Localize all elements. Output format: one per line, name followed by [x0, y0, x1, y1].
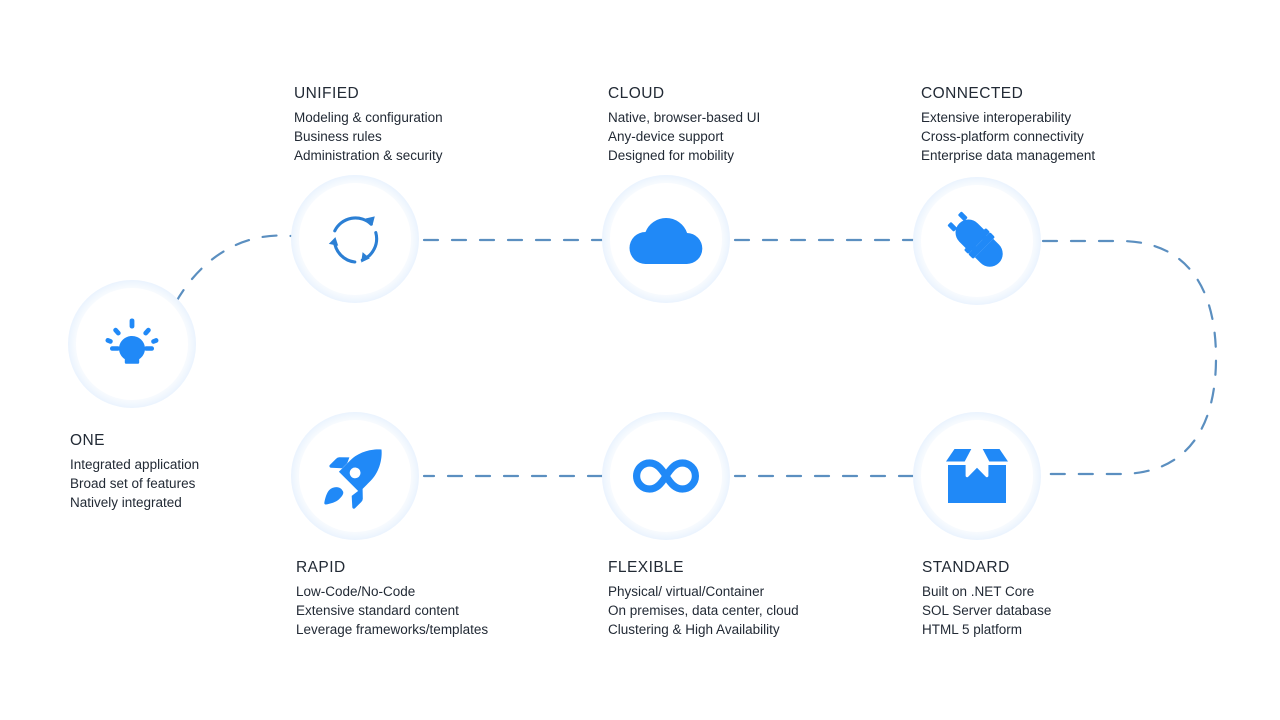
node-detail-line: Any-device support: [608, 129, 724, 145]
label-block-one: ONE Integrated application Broad set of …: [70, 432, 370, 512]
label-block-rapid: RAPID Low-Code/No-Code Extensive standar…: [296, 559, 596, 639]
node-detail-line: Modeling & configuration: [294, 110, 443, 126]
label-block-standard: STANDARD Built on .NET Core SOL Server d…: [922, 559, 1222, 639]
lightbulb-icon: [76, 288, 188, 400]
node-detail-line: Physical/ virtual/Container: [608, 584, 765, 600]
cloud-icon: [610, 183, 722, 295]
node-detail-line: Low-Code/No-Code: [296, 584, 416, 600]
node-disc: [299, 420, 411, 532]
node-disc: [299, 183, 411, 295]
rocket-icon: [299, 420, 411, 532]
node-detail-line: SOL Server database: [922, 603, 1052, 619]
refresh-cycle-icon: [299, 183, 411, 295]
label-block-flexible: FLEXIBLE Physical/ virtual/Container On …: [608, 559, 908, 639]
node-one[interactable]: [68, 280, 196, 408]
node-detail-line: On premises, data center, cloud: [608, 603, 799, 619]
node-title-cloud: CLOUD: [608, 85, 665, 102]
node-detail-line: Designed for mobility: [608, 148, 735, 164]
label-block-unified: UNIFIED Modeling & configuration Busines…: [294, 85, 594, 165]
node-detail-line: Clustering & High Availability: [608, 622, 780, 638]
node-detail-line: Extensive interoperability: [921, 110, 1072, 126]
node-title-rapid: RAPID: [296, 559, 346, 576]
node-detail-line: Cross-platform connectivity: [921, 129, 1084, 145]
connector-connected-to-standard: [1041, 239, 1218, 476]
node-detail-line: Extensive standard content: [296, 603, 459, 619]
node-unified[interactable]: [291, 175, 419, 303]
node-detail-line: Native, browser-based UI: [608, 110, 761, 126]
node-rapid[interactable]: [291, 412, 419, 540]
infinity-icon: [610, 420, 722, 532]
node-detail-line: Built on .NET Core: [922, 584, 1035, 600]
node-title-flexible: FLEXIBLE: [608, 559, 684, 576]
node-detail-line: Leverage frameworks/templates: [296, 622, 489, 638]
node-title-one: ONE: [70, 432, 105, 449]
node-detail-line: Business rules: [294, 129, 382, 145]
node-detail-line: Broad set of features: [70, 476, 196, 492]
package-box-icon: [921, 420, 1033, 532]
node-detail-line: Enterprise data management: [921, 148, 1096, 164]
node-detail-line: Administration & security: [294, 148, 443, 164]
label-block-connected: CONNECTED Extensive interoperability Cro…: [921, 85, 1221, 165]
label-block-cloud: CLOUD Native, browser-based UI Any-devic…: [608, 85, 908, 165]
node-detail-line: Integrated application: [70, 457, 200, 473]
node-title-connected: CONNECTED: [921, 85, 1024, 102]
node-standard[interactable]: [913, 412, 1041, 540]
node-connected[interactable]: [913, 177, 1041, 305]
node-title-unified: UNIFIED: [294, 85, 360, 102]
node-cloud[interactable]: [602, 175, 730, 303]
node-title-standard: STANDARD: [922, 559, 1010, 576]
plug-connector-icon: [921, 185, 1033, 297]
node-detail-line: HTML 5 platform: [922, 622, 1023, 638]
node-detail-line: Natively integrated: [70, 495, 182, 511]
node-flexible[interactable]: [602, 412, 730, 540]
